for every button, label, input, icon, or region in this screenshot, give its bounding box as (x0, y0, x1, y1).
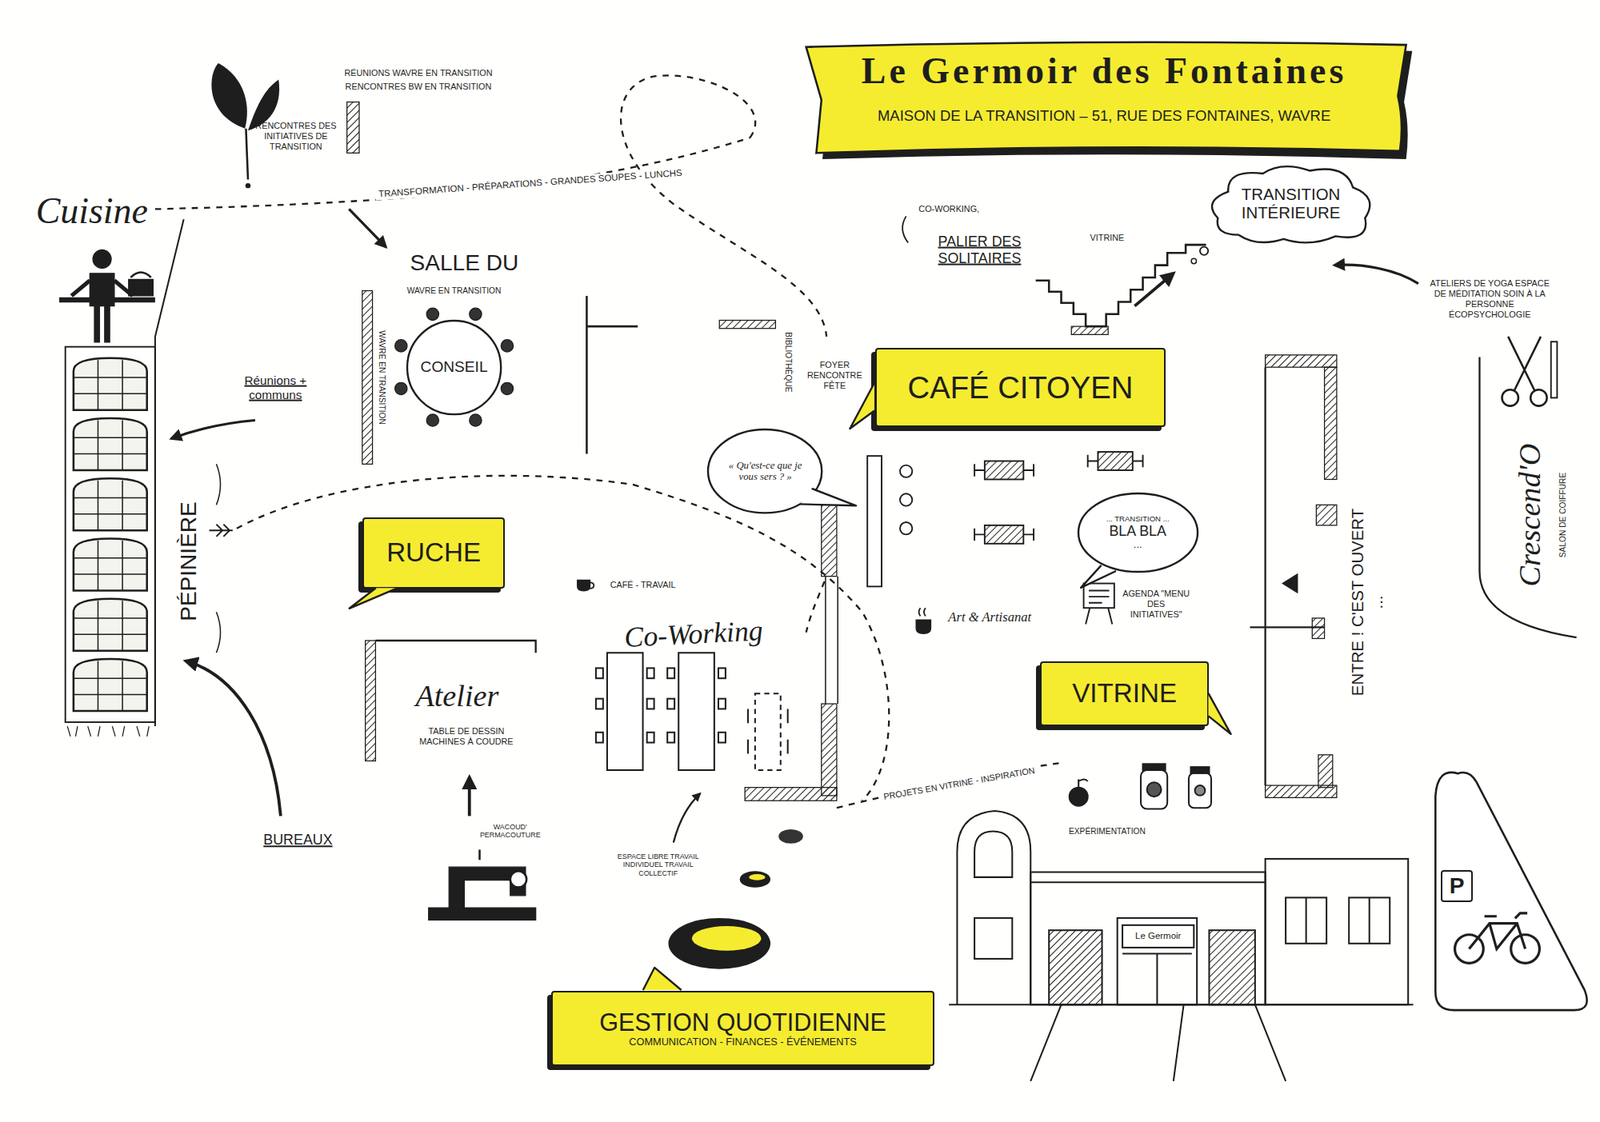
note-text: BIBLIOTHÈQUE (783, 332, 793, 392)
node-text: GESTION QUOTIDIENNE (599, 1008, 887, 1037)
node-text: ... TRANSITION ... (1106, 514, 1170, 524)
bubble-tail (643, 968, 682, 991)
note-text: RENCONTRES BW EN TRANSITION (345, 81, 492, 92)
bubble-outline (407, 320, 501, 415)
note-text: ATELIERS DE YOGA ESPACE DE MÉDITATION SO… (1423, 278, 1556, 320)
node-text: ... (1133, 539, 1143, 552)
room-name: SALLE DU (410, 249, 520, 277)
note-text: SALON DE COIFFURE (1558, 472, 1568, 558)
bubble-tail (349, 588, 398, 609)
jar-icons (1069, 764, 1212, 809)
node-text: VITRINE (1072, 678, 1177, 709)
note-text: WACOUD' PERMACOUTURE (477, 823, 544, 840)
bubble-tail (1208, 693, 1231, 735)
storefront-drawing (948, 811, 1413, 1082)
speech-bubble: GESTION QUOTIDIENNECOMMUNICATION - FINAN… (551, 991, 934, 1067)
node-text: RUCHE (386, 537, 481, 568)
thought-cloud: TRANSITION INTÉRIEURE (1204, 162, 1377, 247)
parking-sign: P (1423, 765, 1592, 1016)
node-text: BLA BLA (1108, 523, 1166, 540)
room-name: PALIER DES SOLITAIRES (923, 232, 1036, 268)
parking-outline (1436, 772, 1588, 1010)
note-text: WAVRE EN TRANSITION (376, 330, 387, 425)
bubble-tail (850, 383, 876, 429)
title-text: Le Germoir des Fontaines (861, 49, 1347, 94)
bubble-tail (800, 488, 857, 506)
entrance-text: ENTRE ! C'EST OUVERT ... (1348, 500, 1388, 704)
sign-text: Le Germoir (1135, 931, 1181, 943)
node-text: P (1440, 870, 1473, 903)
speech-bubble: VITRINE (1040, 661, 1208, 728)
coworking-tables (596, 652, 788, 771)
room-walls (362, 291, 1337, 802)
node-text: COMMUNICATION - FINANCES - ÉVÉNEMENTS (628, 1036, 857, 1049)
cloud-outline (1212, 166, 1370, 243)
note-text: CO-WORKING, (918, 204, 980, 215)
room-name: Cuisine (36, 188, 148, 233)
room-name: PÉPINIÈRE (175, 501, 203, 622)
node-text: CAFÉ CITOYEN (908, 370, 1134, 406)
note-text: ESPACE LIBRE TRAVAIL INDIVIDUEL TRAVAIL … (607, 852, 710, 879)
salon-drawing (1479, 336, 1576, 638)
note-text: EXPÉRIMENTATION (1068, 826, 1146, 836)
bicycle-icon (1455, 934, 1484, 964)
round-table: CONSEIL (405, 319, 503, 416)
node-text: TRANSITION INTÉRIEURE (1236, 185, 1345, 224)
dashed-paths (155, 75, 1062, 808)
direction-arrows (171, 216, 1419, 843)
bubble-tail (800, 488, 857, 506)
note-text: CAFÉ - TRAVAIL (610, 579, 676, 590)
bubble-tail (1080, 565, 1116, 588)
node-text: « Qu'est-ce que je vous sers ? » (726, 460, 805, 484)
sewing-machine-icon (428, 849, 536, 920)
bicycle-icon (1469, 913, 1528, 950)
note-text: AGENDA "MENU DES INITIATIVES" (1120, 588, 1192, 620)
speech-bubble: « Qu'est-ce que je vous sers ? » (706, 428, 824, 515)
speech-bubble: RUCHE (362, 517, 506, 589)
bubble-tail (1080, 565, 1116, 588)
council-chairs (395, 308, 514, 427)
speech-bubble: ... TRANSITION ...BLA BLA... (1076, 492, 1200, 574)
note-text: Art & Artisanat (944, 609, 1036, 626)
note-text: RENCONTRES DES INITIATIVES DE TRANSITION (252, 120, 339, 152)
bubble-tail (850, 383, 876, 429)
bubble-tail (643, 968, 682, 991)
greenhouse-drawing (65, 219, 233, 737)
room-name: Atelier (415, 678, 499, 716)
note-text: VITRINE (1090, 232, 1125, 244)
blobs (668, 829, 803, 970)
bubble-outline (1078, 493, 1198, 572)
path-label: PROJETS EN VITRINE - INSPIRATION (879, 764, 1039, 803)
speech-bubble: CAFÉ CITOYEN (875, 348, 1167, 428)
bubble-tail (349, 588, 398, 609)
note-text: TABLE DE DESSIN MACHINES À COUDRE (415, 726, 518, 748)
cook-icon (59, 249, 156, 343)
path-label: TRANSFORMATION - PRÉPARATIONS - GRANDES … (375, 167, 686, 200)
bubble-tail (1208, 693, 1231, 735)
title-banner (806, 42, 1413, 160)
room-name: Co-Working (624, 613, 764, 656)
room-name: BUREAUX (263, 832, 332, 849)
bicycle-icon (1511, 934, 1540, 964)
staircase (1036, 244, 1209, 335)
note-text: WAVRE EN TRANSITION (407, 285, 502, 296)
note-text: RÉUNIONS WAVRE EN TRANSITION (344, 67, 492, 78)
node-text: CONSEIL (420, 358, 488, 376)
shop-name: Crescend'O (1512, 444, 1549, 588)
note-text: FOYER RENCONTRE FÊTE (804, 360, 866, 392)
subtitle-text: MAISON DE LA TRANSITION – 51, RUE DES FO… (877, 107, 1331, 125)
note-text: Réunions + communs (229, 372, 322, 403)
